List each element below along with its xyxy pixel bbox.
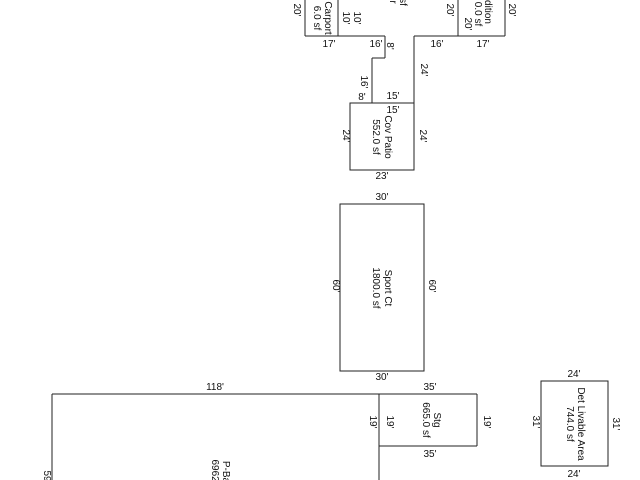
sport-ct-label: Sport Ct [382, 270, 393, 307]
dim-24-patio-right: 24' [417, 129, 428, 142]
dim-19-stg-left: 19' [367, 415, 378, 428]
addition-label: dition [482, 0, 493, 24]
dim-16-stem: 16' [358, 75, 369, 88]
top-left-partial-area: sf [397, 0, 408, 6]
p-ba-area: 6962. [209, 459, 220, 480]
dim-8-upper: 8' [384, 42, 395, 50]
addition-area: 0.0 sf [472, 2, 483, 27]
carport-label: Carport [322, 1, 333, 35]
dim-20-right: 20' [506, 3, 517, 16]
dim-16-left: 16' [369, 39, 382, 50]
carport-extra-a: 10' [340, 11, 351, 24]
dim-19-stg-inner-left: 19' [384, 415, 395, 428]
dim-8-stem: 8' [358, 92, 366, 103]
dim-20-mid: 20' [444, 3, 455, 16]
det-livable-outline [540, 380, 609, 467]
dim-31-det-left: 31' [530, 415, 541, 428]
dim-15-upper: 15' [386, 91, 399, 102]
dim-60-sport-right: 60' [426, 279, 437, 292]
dim-24-det-top: 24' [567, 369, 580, 380]
det-livable-label: Det Livable Area [575, 387, 586, 461]
dim-30-sport-top: 30' [375, 192, 388, 203]
dim-23-patio-bottom: 23' [375, 171, 388, 182]
dim-24-det-bottom: 24' [567, 469, 580, 480]
det-livable-area: 744.0 sf [564, 406, 575, 442]
addition-extra: 20' [462, 17, 473, 30]
dim-20-left: 20' [291, 3, 302, 16]
dim-35-stg-bottom: 35' [423, 449, 436, 460]
dim-17-left: 17' [322, 39, 335, 50]
dim-31-det-right: 31' [610, 417, 621, 430]
dim-19-stg-right: 19' [481, 415, 492, 428]
cov-patio-label: Cov Patio [382, 115, 393, 159]
sport-ct-area: 1800.0 sf [370, 267, 381, 308]
stg-area: 665.0 sf [420, 402, 431, 438]
dim-118: 118' [206, 382, 224, 393]
carport-area: 6.0 sf [311, 6, 322, 31]
cov-patio-area: 552.0 sf [370, 119, 381, 155]
dim-17-right: 17' [476, 39, 489, 50]
dim-60-sport-left: 60' [330, 279, 341, 292]
top-left-partial-name: r [387, 0, 398, 4]
carport-extra-b: 10' [351, 11, 362, 24]
cov-patio-outline [349, 102, 415, 171]
bottom-structure-lines [51, 393, 478, 480]
dim-59: 59 [41, 470, 52, 480]
top-structure-lines [304, 0, 506, 103]
sport-ct-outline [339, 203, 425, 372]
dim-15-patio-top: 15' [386, 105, 399, 116]
stg-label: Stg [431, 412, 442, 427]
dim-35-stg-top: 35' [423, 382, 436, 393]
p-ba-label: P-Ba [220, 461, 231, 480]
dim-30-sport-bottom: 30' [375, 372, 388, 383]
dim-16-right: 16' [430, 39, 443, 50]
dim-24-patio-left: 24' [340, 129, 351, 142]
dim-24-stem: 24' [418, 63, 429, 76]
